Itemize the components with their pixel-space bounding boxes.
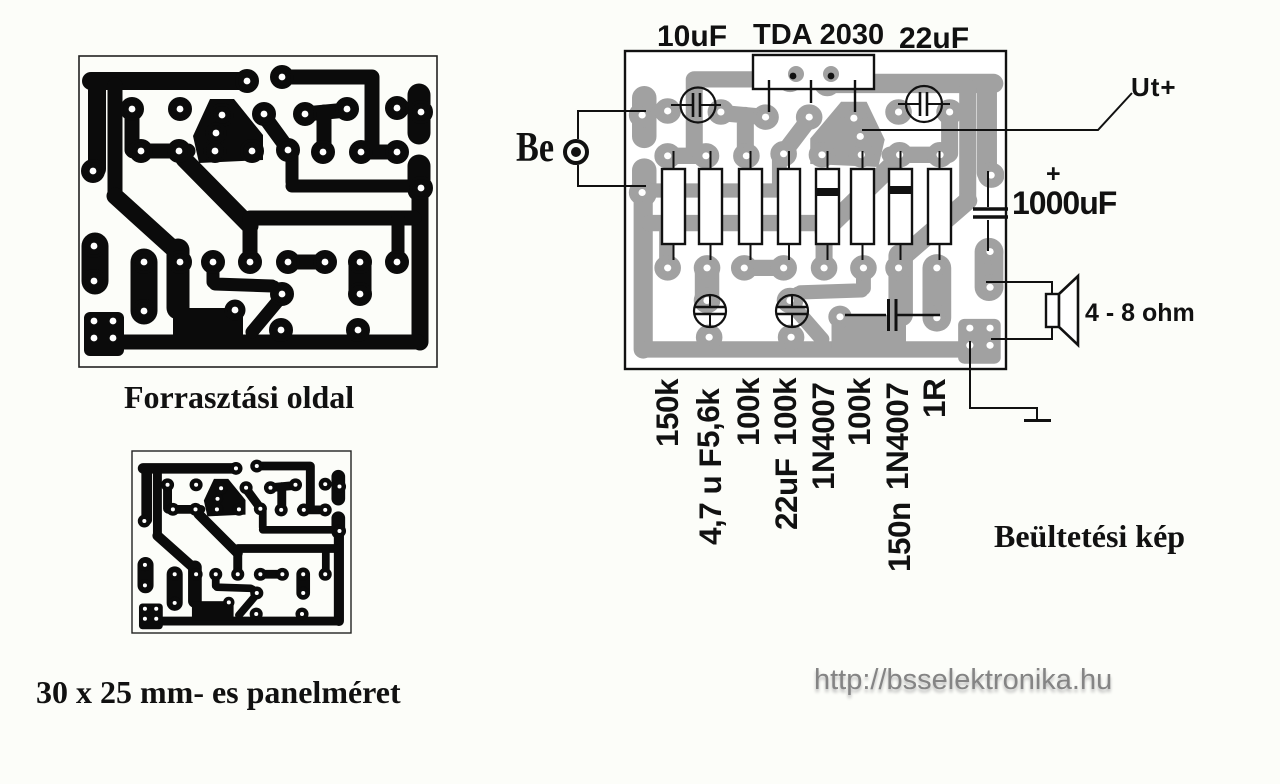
svg-text:5,6k: 5,6k: [690, 388, 726, 448]
svg-text:22uF: 22uF: [768, 458, 804, 530]
svg-text:+: +: [1046, 160, 1061, 188]
svg-text:10uF: 10uF: [657, 20, 727, 53]
svg-text:22uF: 22uF: [899, 22, 969, 55]
svg-text:Forrasztási oldal: Forrasztási oldal: [124, 379, 354, 415]
svg-text:Beültetési kép: Beültetési kép: [994, 518, 1185, 554]
svg-text:100k: 100k: [767, 377, 803, 446]
svg-text:150k: 150k: [649, 378, 685, 447]
svg-text:1N4007: 1N4007: [805, 383, 841, 490]
svg-text:150n: 150n: [881, 502, 917, 572]
svg-text:100k: 100k: [841, 377, 877, 446]
svg-text:Be: Be: [516, 125, 554, 171]
svg-text:1000uF: 1000uF: [1012, 185, 1117, 221]
svg-text:Ut+: Ut+: [1131, 72, 1177, 102]
svg-text:4 - 8 ohm: 4 - 8 ohm: [1085, 299, 1195, 327]
svg-text:30 x 25 mm- es panelméret: 30 x 25 mm- es panelméret: [36, 674, 401, 710]
svg-text:1R: 1R: [916, 378, 952, 418]
svg-text:TDA 2030: TDA 2030: [753, 19, 884, 51]
svg-text:4,7 u F: 4,7 u F: [692, 448, 728, 545]
svg-text:1N4007: 1N4007: [879, 383, 915, 490]
svg-text:100k: 100k: [730, 377, 766, 446]
svg-text:http://bsselektronika.hu: http://bsselektronika.hu: [814, 664, 1112, 696]
